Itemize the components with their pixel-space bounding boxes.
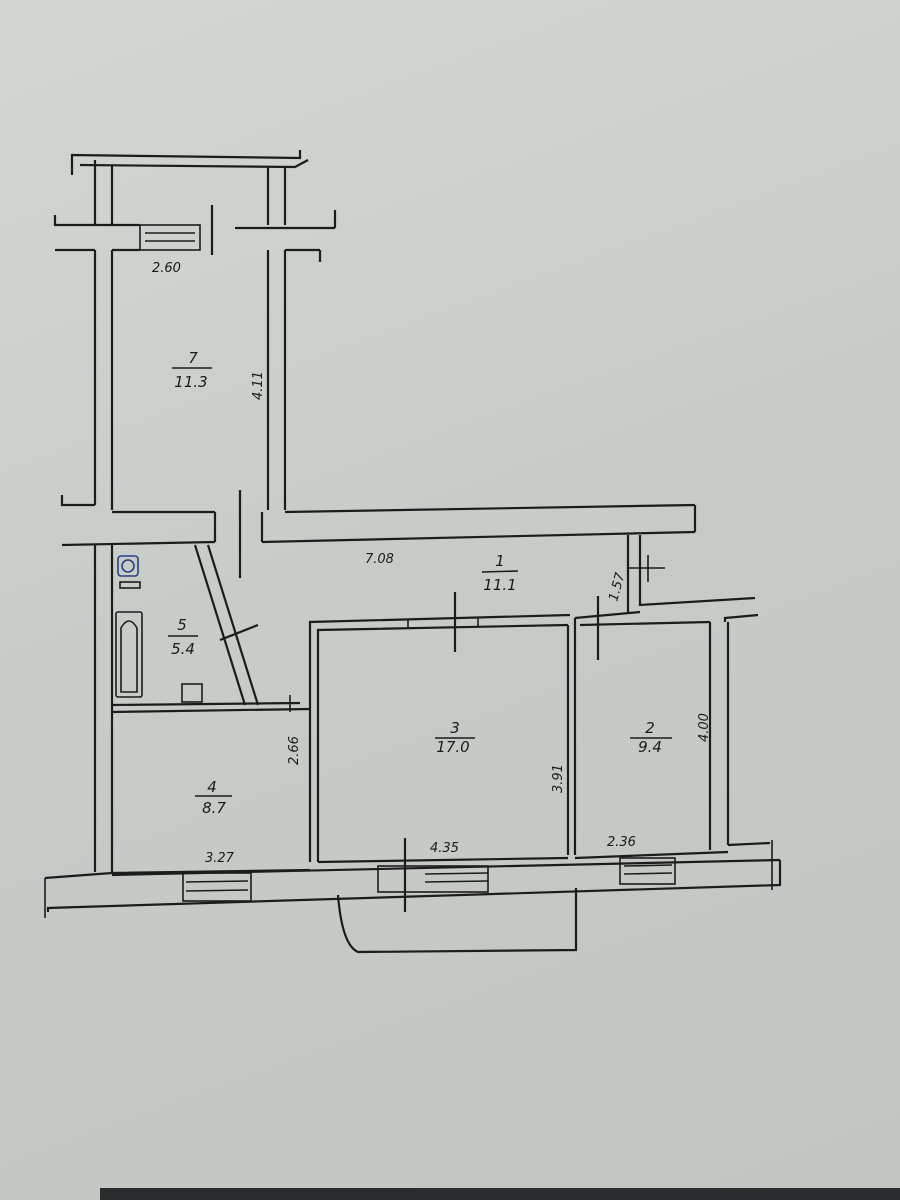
- dim-room7-length: 4.11: [251, 371, 266, 400]
- room-7-label: 7 11.3: [172, 349, 212, 391]
- svg-text:3: 3: [450, 719, 460, 737]
- balcony-walls: [70, 150, 309, 225]
- bathtub-icon: [115, 611, 143, 698]
- room-1-label: 1 11.1: [481, 552, 519, 594]
- room-4-label: 4 8.7: [195, 778, 232, 817]
- dim-corridor-width: 1.57: [606, 570, 628, 603]
- wall-bottom: [44, 838, 782, 954]
- svg-text:7: 7: [188, 349, 198, 367]
- wall-corridor-top: [60, 490, 697, 578]
- bathroom: [111, 544, 311, 714]
- wall-room7-top: [53, 205, 337, 262]
- svg-text:9.4: 9.4: [638, 738, 662, 756]
- dim-room4-width: 3.27: [205, 851, 235, 866]
- svg-text:5.4: 5.4: [171, 640, 195, 658]
- svg-text:5: 5: [177, 616, 187, 634]
- dim-room2-width: 2.36: [607, 835, 636, 850]
- dim-room4-length: 2.66: [287, 736, 302, 765]
- svg-text:11.3: 11.3: [174, 373, 207, 391]
- room-5-label: 5 5.4: [168, 616, 198, 658]
- svg-text:1: 1: [495, 552, 505, 570]
- balcony-outline: [336, 888, 578, 954]
- svg-text:8.7: 8.7: [202, 799, 226, 817]
- window-room7: [139, 224, 201, 251]
- dim-corridor-length: 7.08: [365, 552, 394, 567]
- dim-room3-width: 4.35: [430, 841, 459, 856]
- toilet-icon: [117, 555, 141, 589]
- left-wall: [93, 545, 114, 872]
- room3-walls: [308, 592, 577, 862]
- balcony-door: [377, 865, 489, 893]
- svg-text:2: 2: [645, 719, 655, 737]
- dim-room7-width: 2.60: [152, 261, 181, 276]
- svg-text:4: 4: [207, 778, 217, 796]
- dim-room3-length: 3.91: [551, 764, 566, 793]
- window-room2: [619, 857, 676, 885]
- svg-text:11.1: 11.1: [483, 576, 516, 594]
- table-edge: [100, 1188, 900, 1200]
- room-3-label: 3 17.0: [435, 719, 475, 756]
- dim-room2-length: 4.00: [697, 713, 712, 742]
- window-room4: [182, 872, 252, 902]
- room2-walls: [574, 535, 771, 850]
- sink-icon: [181, 683, 203, 703]
- svg-text:17.0: 17.0: [436, 738, 469, 756]
- room-2-label: 2 9.4: [630, 719, 672, 756]
- room7-walls: [93, 250, 287, 510]
